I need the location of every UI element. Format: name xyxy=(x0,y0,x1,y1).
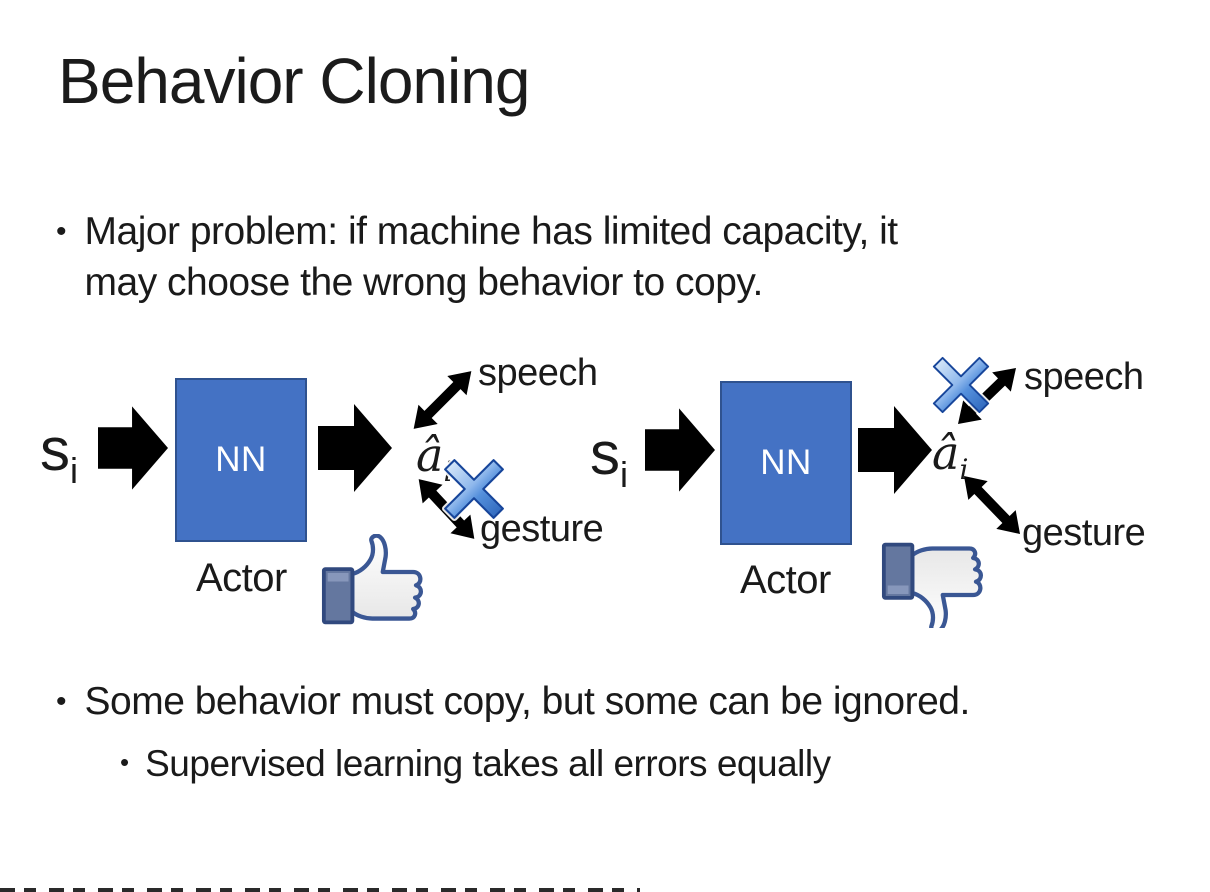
thumbs-down-icon xyxy=(880,533,996,628)
sub-bullet-item-supervised: • Supervised learning takes all errors e… xyxy=(120,740,831,788)
bullet-marker: • xyxy=(120,747,130,777)
bullet-line-1: Major problem: if machine has limited ca… xyxy=(84,210,899,253)
gesture-label: gesture xyxy=(480,508,604,550)
cropped-content-edge xyxy=(0,888,640,892)
sub-bullet-text: Supervised learning takes all errors equ… xyxy=(145,743,831,784)
slide-title: Behavior Cloning xyxy=(58,45,530,117)
cross-out-icon xyxy=(930,354,992,416)
thumbs-up-icon xyxy=(320,534,436,629)
speech-label: speech xyxy=(1024,356,1144,398)
bullet-item-major-problem: • Major problem: if machine has limited … xyxy=(56,206,898,309)
state-input-label: si xyxy=(40,416,78,491)
flow-arrow-icon xyxy=(858,402,932,498)
nn-box: NN xyxy=(720,381,852,545)
gesture-label: gesture xyxy=(1022,512,1146,554)
actor-label: Actor xyxy=(740,558,831,602)
bullet-marker: • xyxy=(56,215,67,248)
state-input-label: si xyxy=(590,420,628,495)
bullet-marker: • xyxy=(56,685,67,718)
bullet-line-2: may choose the wrong behavior to copy. xyxy=(84,261,764,305)
bullet-item-some-behavior: • Some behavior must copy, but some can … xyxy=(56,676,970,727)
nn-box: NN xyxy=(175,378,307,542)
action-output-label: âi xyxy=(932,426,969,487)
nn-box-label: NN xyxy=(215,440,267,479)
flow-arrow-icon xyxy=(318,400,392,496)
bullet-text: Major problem: if machine has limited ca… xyxy=(84,206,899,309)
flow-arrow-icon xyxy=(645,402,715,498)
actor-label: Actor xyxy=(196,556,287,600)
flow-arrow-icon xyxy=(98,400,168,496)
nn-box-label: NN xyxy=(760,443,812,482)
speech-label: speech xyxy=(478,352,598,394)
bullet-text: Some behavior must copy, but some can be… xyxy=(84,680,971,723)
